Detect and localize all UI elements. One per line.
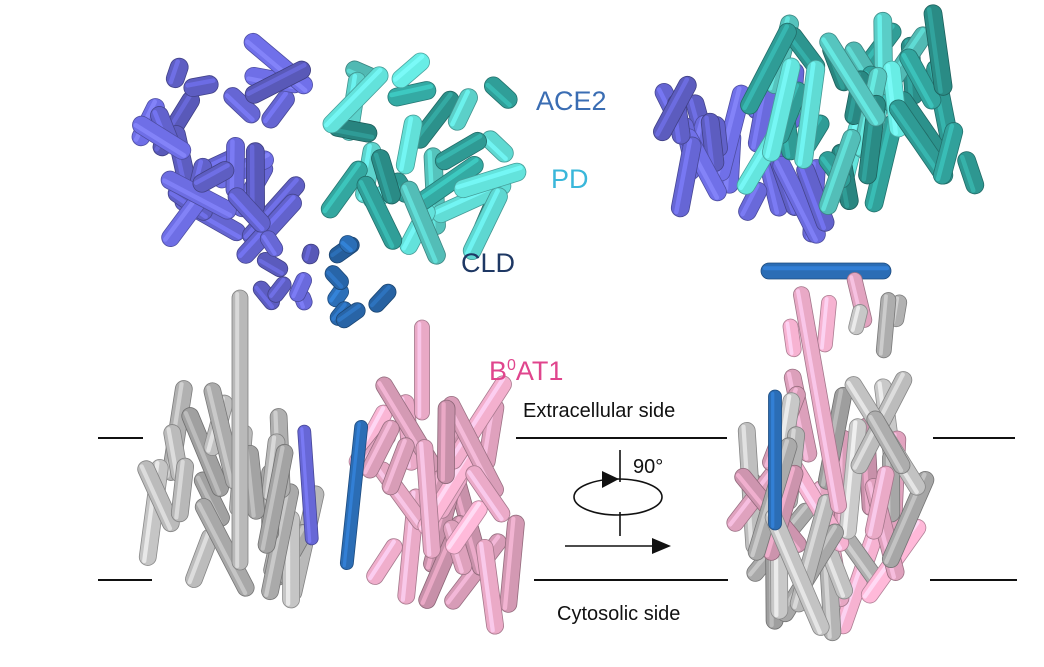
label-ace2-text: ACE2	[536, 86, 607, 116]
b0at1-helix	[864, 465, 895, 540]
ace2-tm-helix	[768, 389, 782, 531]
b0at1-helix	[137, 460, 180, 533]
b0at1-helix	[231, 289, 249, 571]
label-cld-text: CLD	[461, 248, 516, 278]
b0at1-helix	[465, 465, 511, 523]
label-ace2: ACE2	[536, 86, 607, 117]
b0at1-helix	[257, 443, 294, 554]
cld-helix	[289, 272, 312, 303]
cld-helix	[368, 283, 397, 313]
ace2-helix	[653, 75, 697, 142]
label-b0at1: B0AT1	[489, 356, 563, 387]
b0at1-helix	[366, 538, 403, 585]
b0at1-helix	[170, 457, 195, 523]
b0at1-helix	[782, 318, 802, 358]
cld-helix	[267, 276, 292, 303]
b0at1-helix	[875, 292, 897, 359]
pd-helix	[762, 57, 801, 162]
b0at1-helix	[381, 437, 415, 496]
cld-helix	[339, 235, 359, 254]
rotation-icon	[573, 450, 663, 536]
pd-helix	[932, 122, 964, 185]
ace2-tm-helix	[339, 419, 369, 571]
b0at1-helix	[360, 419, 400, 479]
pd-helix	[371, 149, 401, 205]
b0at1-helix	[414, 319, 430, 421]
pd-helix	[819, 32, 886, 127]
pd-helix	[356, 175, 403, 250]
pd-helix	[923, 4, 953, 96]
pd-helix	[957, 151, 985, 195]
cld-helix	[259, 230, 284, 257]
b0at1-helix	[793, 286, 847, 514]
ace2-helix	[738, 181, 768, 221]
b0at1-helix	[817, 294, 837, 353]
b0at1-helix	[866, 410, 911, 475]
ace2-helix	[192, 161, 235, 193]
ace2-helix	[244, 60, 311, 104]
structure-side-view	[653, 4, 985, 642]
pd-helix	[395, 114, 423, 175]
pd-helix	[391, 52, 430, 89]
ace2-tm-helix	[297, 424, 319, 546]
ace2-helix	[670, 136, 702, 218]
b0at1-helix	[436, 399, 456, 485]
b0at1-helix	[848, 304, 868, 336]
right-arrow-icon	[565, 538, 671, 554]
cld-helix	[760, 262, 892, 280]
pd-helix	[320, 160, 368, 219]
label-b0at1-sup: 0	[507, 357, 516, 374]
pd-helix	[453, 162, 527, 199]
label-b0at1-rest: AT1	[515, 356, 564, 386]
cld-helix	[324, 265, 349, 290]
ace2-helix	[165, 57, 189, 89]
ace2-helix	[132, 115, 192, 160]
cytosolic-side-label: Cytosolic side	[557, 603, 681, 625]
pd-helix	[399, 180, 446, 265]
ace2-helix	[183, 75, 219, 98]
ace2-helix	[225, 136, 245, 199]
cld-helix	[335, 302, 366, 329]
ace2-helix	[245, 142, 265, 216]
rotation-angle-label: 90°	[633, 456, 664, 478]
pd-helix	[434, 131, 487, 171]
membrane-lines	[98, 437, 1017, 581]
label-pd-text: PD	[551, 164, 589, 194]
structure-front-view	[131, 32, 527, 635]
b0at1-helix	[499, 514, 525, 613]
label-b0at1-base: B	[489, 356, 508, 386]
pd-helix	[447, 88, 478, 131]
ace2-helix	[227, 187, 271, 233]
pd-helix	[818, 128, 861, 215]
cld-helix	[301, 243, 320, 265]
pd-helix	[899, 48, 942, 110]
label-cld: CLD	[461, 248, 515, 279]
pd-helix	[462, 187, 508, 261]
pd-helix	[483, 76, 518, 109]
b0at1-helix	[475, 539, 504, 635]
cld-helix	[256, 252, 289, 278]
pd-helix	[740, 22, 797, 115]
b0at1-helix	[415, 439, 441, 559]
pd-helix	[480, 130, 514, 163]
pd-helix	[794, 59, 826, 169]
label-pd: PD	[551, 164, 589, 195]
pd-helix	[322, 66, 389, 134]
extracellular-side-label: Extracellular side	[523, 400, 676, 422]
